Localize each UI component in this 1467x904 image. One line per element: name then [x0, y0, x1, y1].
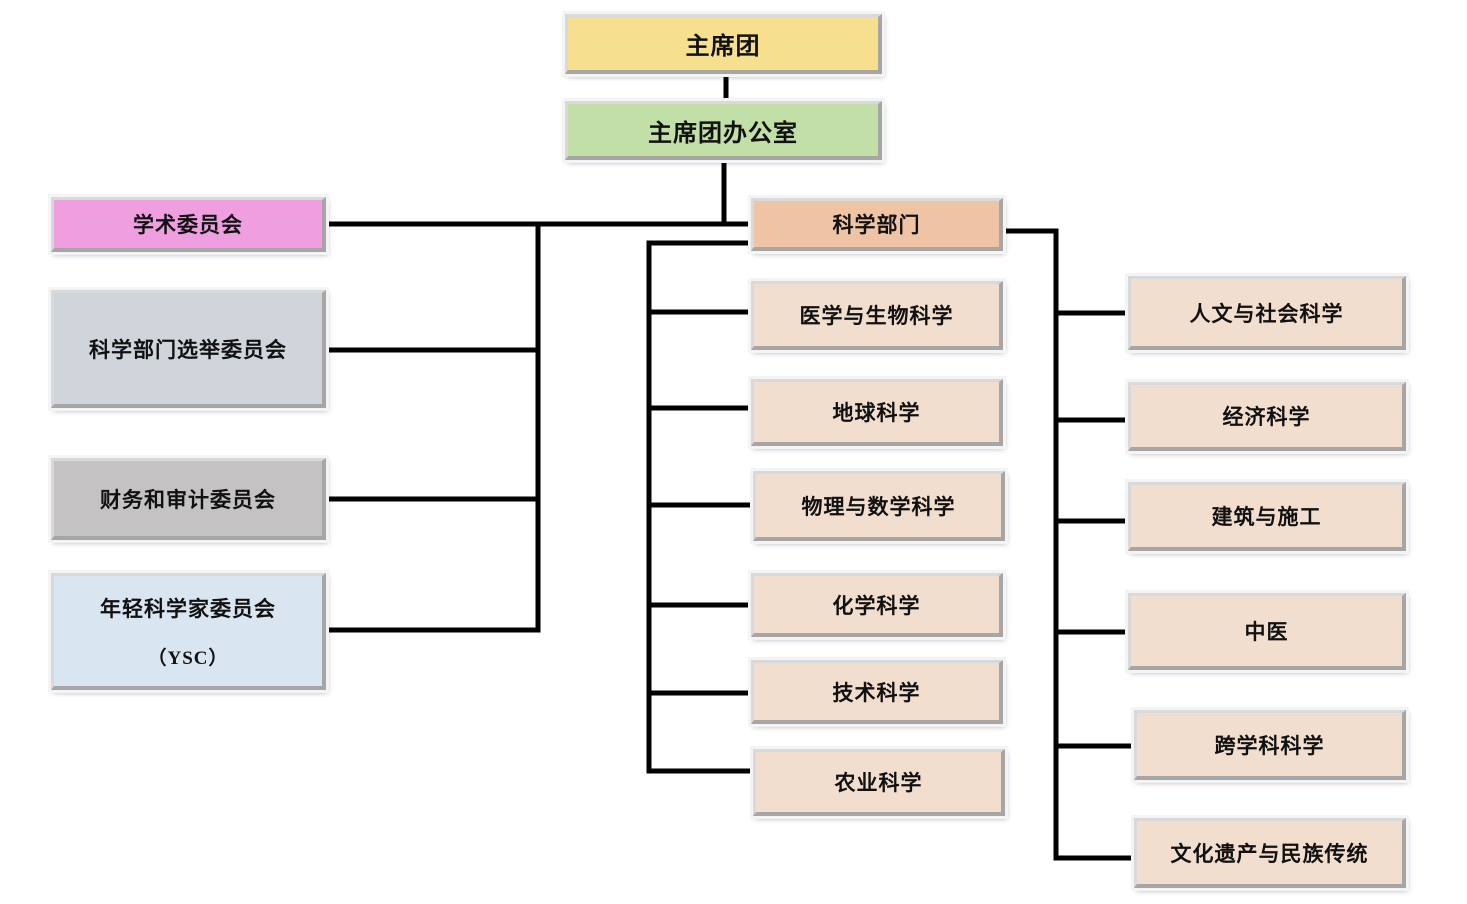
presidium-box: 主席团 — [562, 11, 885, 77]
section-technical-sciences: 技术科学 — [748, 657, 1006, 727]
academic-committee-box: 学术委员会 — [48, 194, 329, 255]
section-label: 中医 — [1244, 620, 1289, 644]
section-architecture-construction: 建筑与施工 — [1125, 479, 1409, 554]
section-label: 建筑与施工 — [1211, 505, 1322, 529]
presidium-label: 主席团 — [685, 32, 761, 60]
finance-committee-label: 财务和审计委员会 — [100, 487, 276, 512]
science-department-box: 科学部门 — [748, 195, 1006, 254]
section-label: 人文与社会科学 — [1189, 301, 1344, 326]
academic-committee-label: 学术委员会 — [133, 213, 243, 237]
section-earth-sciences: 地球科学 — [748, 376, 1006, 449]
ysc-box: 年轻科学家委员会 （YSC） — [48, 570, 329, 693]
section-cultural-heritage: 文化遗产与民族传统 — [1131, 815, 1409, 891]
section-label: 地球科学 — [832, 401, 921, 425]
section-label: 技术科学 — [832, 680, 921, 705]
science-department-label: 科学部门 — [832, 213, 921, 237]
election-committee-label: 科学部门选举委员会 — [89, 337, 287, 362]
section-label: 物理与数学科学 — [801, 494, 956, 519]
section-economic-sciences: 经济科学 — [1125, 379, 1409, 454]
section-label: 跨学科科学 — [1214, 733, 1325, 758]
presidium-office-box: 主席团办公室 — [562, 98, 885, 163]
section-agricultural-sciences: 农业科学 — [750, 746, 1008, 819]
section-interdisciplinary: 跨学科科学 — [1131, 707, 1409, 783]
section-label: 经济科学 — [1222, 405, 1311, 429]
section-label: 农业科学 — [834, 771, 923, 795]
ysc-label: 年轻科学家委员会 — [100, 596, 276, 621]
section-label: 文化遗产与民族传统 — [1170, 841, 1369, 866]
ysc-abbreviation: （YSC） — [147, 647, 229, 669]
section-medical-biological: 医学与生物科学 — [748, 278, 1006, 353]
section-label: 医学与生物科学 — [799, 304, 954, 328]
presidium-office-label: 主席团办公室 — [648, 118, 798, 147]
section-chinese-medicine: 中医 — [1125, 590, 1409, 673]
finance-committee-box: 财务和审计委员会 — [48, 455, 329, 543]
section-label: 化学科学 — [832, 593, 921, 618]
election-committee-box: 科学部门选举委员会 — [48, 287, 329, 411]
section-chemical-sciences: 化学科学 — [748, 570, 1006, 640]
section-physics-math: 物理与数学科学 — [750, 468, 1008, 544]
section-humanities-social: 人文与社会科学 — [1125, 273, 1409, 353]
